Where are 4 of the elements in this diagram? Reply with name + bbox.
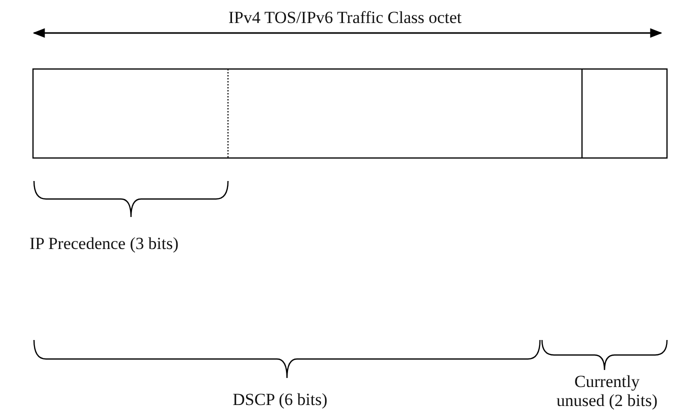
bracket-label: DSCP (6 bits) [232, 390, 328, 409]
bracket-label: Currently unused (2 bits) [555, 372, 659, 410]
bracket-label: IP Precedence (3 bits) [28, 234, 180, 253]
bracket-label: IPv4 TOS/IPv6 Traffic Class octet [227, 8, 463, 27]
